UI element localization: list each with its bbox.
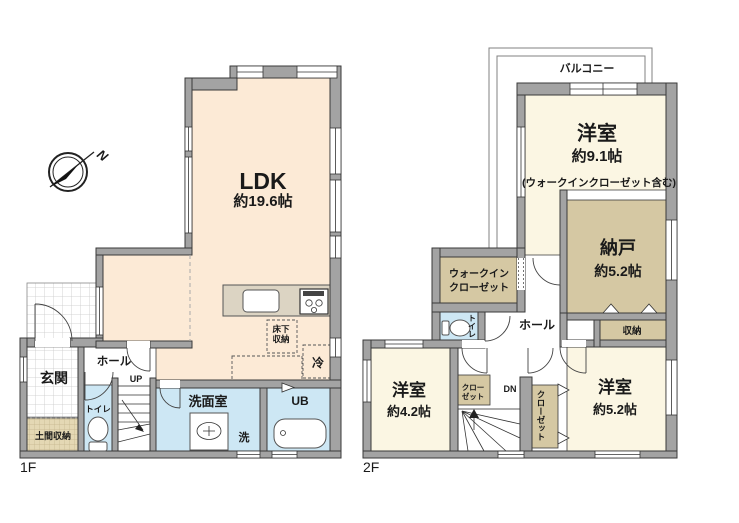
storage-room-door-marker-1 [602, 303, 620, 314]
balcony-outline [488, 47, 653, 252]
bath-door-marker [281, 382, 296, 393]
label-bedroom-main: 洋室 [577, 121, 617, 145]
label-bedroom-sw: 洋室 [392, 380, 426, 400]
label-closet-small-1: クロー [462, 382, 485, 392]
room-ldk [102, 77, 331, 381]
door-arcs [34, 257, 587, 409]
label-floor-1f: 1F [20, 459, 36, 475]
storage-room-door-marker-2 [640, 303, 658, 314]
room-bedroom-se [566, 346, 667, 452]
label-storage: 収納 [622, 325, 641, 337]
label-bedroom-main-note: (ウォークインクローゼット含む) [522, 176, 676, 189]
label-hall-2f: ホール [519, 318, 555, 332]
label-bedroom-main-size: 約9.1帖 [572, 147, 623, 165]
label-up: UP [130, 374, 143, 384]
bathtub-icon [273, 418, 327, 449]
room-wic [439, 256, 518, 304]
stairs-1f [117, 385, 151, 452]
label-toilet-2f: トイレ [468, 314, 477, 338]
counter-dashed [231, 355, 303, 381]
label-bedroom-sw-size: 約4.2帖 [387, 404, 431, 419]
door-markers [281, 303, 658, 445]
toilet-2f-icon [441, 319, 471, 337]
label-balcony: バルコニー [560, 62, 615, 75]
entrance-porch-tiles [26, 282, 97, 342]
rooms-beige [439, 199, 667, 449]
label-wic-2: クローゼット [449, 281, 509, 294]
windows [19, 65, 678, 459]
kitchen-sink-icon [242, 289, 280, 313]
compass-north-label: N [94, 147, 111, 165]
label-dn: DN [504, 384, 517, 394]
stairs-1f-arrow [135, 424, 144, 432]
label-bedroom-se-size: 約5.2帖 [593, 402, 637, 417]
label-bath: UB [291, 394, 309, 408]
label-closet-small-2: ゼット [462, 391, 485, 401]
label-closet-tall: クローゼット [536, 389, 546, 441]
label-storage-room: 納戸 [600, 237, 636, 258]
closet-tall-marker-bottom [557, 431, 570, 445]
label-storage-room-size: 約5.2帖 [594, 263, 641, 279]
rooms-cream-1f [102, 77, 331, 381]
underfloor-storage-box [266, 319, 298, 354]
label-doma-storage: 土間収納 [35, 430, 71, 441]
closet-tall-marker-top [557, 383, 570, 397]
stove-icon [299, 288, 329, 315]
room-bedroom-sw [370, 347, 451, 452]
label-floor-2f: 2F [363, 459, 379, 475]
room-storage-room [566, 199, 667, 314]
room-closet-small [457, 374, 491, 406]
compass-icon: N [48, 147, 111, 192]
label-ldk: LDK [239, 168, 287, 194]
label-hall-1f: ホール [97, 355, 132, 368]
room-closet-tall [531, 384, 559, 449]
label-genkan: 玄関 [40, 370, 68, 386]
label-underfloor-1: 床下 [272, 324, 290, 334]
stairs-2f [457, 408, 521, 452]
toilet-1f-icon [87, 416, 109, 452]
stairs-2f-arrow [469, 409, 479, 418]
genkan-tiles [26, 346, 79, 418]
washroom-sink-icon [189, 412, 229, 451]
label-underfloor-2: 収納 [272, 334, 289, 344]
label-ldk-size: 約19.6帖 [233, 192, 292, 210]
label-washer: 洗 [239, 430, 250, 444]
label-toilet-1f: トイレ [85, 404, 111, 414]
label-bedroom-se: 洋室 [598, 377, 632, 397]
label-washroom: 洗面室 [188, 394, 227, 409]
label-fridge: 冷 [312, 355, 324, 370]
label-wic-1: ウォークイン [449, 268, 509, 280]
